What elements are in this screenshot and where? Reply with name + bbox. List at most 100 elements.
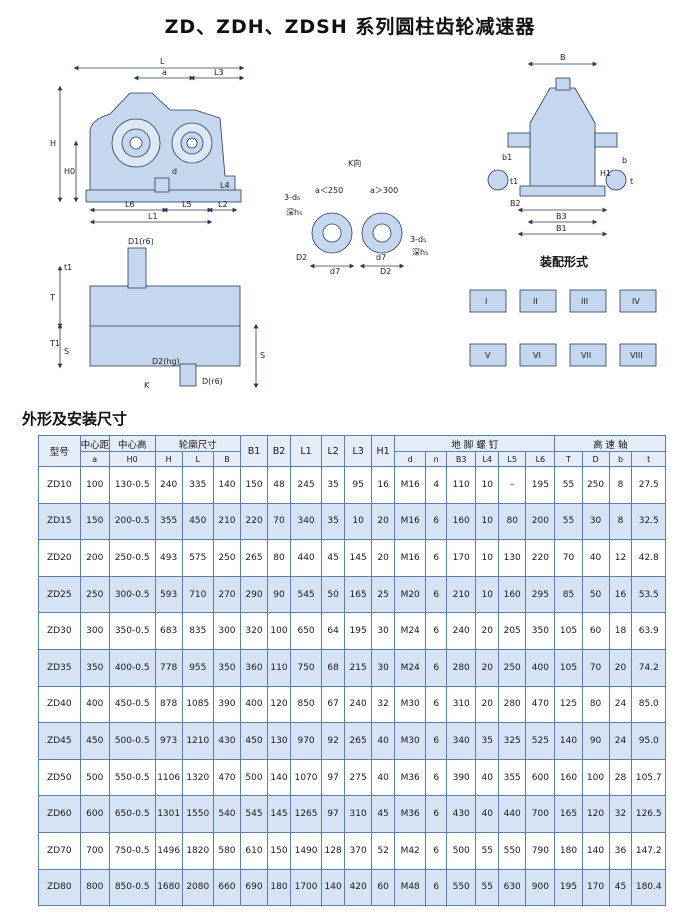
table-cell: 97 bbox=[321, 758, 346, 797]
th-sub-t: t bbox=[631, 451, 666, 467]
table-cell: 400 bbox=[79, 685, 110, 724]
table-cell: 800 bbox=[79, 868, 110, 907]
th-outline: 轮廓尺寸 bbox=[154, 435, 241, 452]
form-IV: IV bbox=[632, 297, 640, 306]
k-view bbox=[309, 212, 405, 269]
model-cell: ZD10 bbox=[38, 466, 81, 504]
table-cell: 140 bbox=[267, 758, 291, 797]
table-cell: 130 bbox=[498, 539, 527, 577]
table-cell: 300-0.5 bbox=[108, 575, 156, 614]
table-cell: 610 bbox=[239, 831, 269, 870]
table-cell: 195 bbox=[554, 868, 583, 907]
table-cell: 150 bbox=[267, 831, 291, 870]
table-cell: 150 bbox=[79, 502, 110, 541]
table-cell: 125 bbox=[554, 685, 583, 724]
table-cell: 70 bbox=[581, 648, 610, 687]
table-cell: 4 bbox=[425, 466, 448, 504]
table-cell: 32.5 bbox=[631, 502, 666, 541]
table-cell: 350-0.5 bbox=[108, 612, 156, 650]
model-cell: ZD60 bbox=[38, 795, 81, 833]
table-cell: 900 bbox=[525, 868, 556, 907]
table-cell: 320 bbox=[239, 612, 269, 650]
kview-h5-left: 深h₅ bbox=[286, 208, 302, 217]
dim-H: H bbox=[50, 139, 56, 148]
table-cell: 130 bbox=[267, 722, 291, 760]
table-cell: 18 bbox=[608, 612, 633, 650]
table-cell: 64 bbox=[321, 612, 346, 650]
table-cell: 90 bbox=[267, 575, 291, 614]
table-cell: 600 bbox=[79, 795, 110, 833]
table-cell: 710 bbox=[181, 575, 214, 614]
table-cell: 1301 bbox=[154, 795, 183, 833]
table-cell: 110 bbox=[267, 648, 291, 687]
table-cell: 650 bbox=[289, 612, 323, 650]
table-cell: 325 bbox=[498, 722, 527, 760]
table-cell: 1106 bbox=[154, 758, 183, 797]
dim-L1: L1 bbox=[148, 212, 158, 221]
table-cell: 45 bbox=[608, 868, 633, 907]
table-cell: 60 bbox=[371, 868, 396, 907]
dim-S-left: S bbox=[64, 347, 69, 356]
dim-B: B bbox=[560, 53, 566, 62]
table-cell: 250-0.5 bbox=[108, 539, 156, 577]
table-cell: 6 bbox=[425, 539, 448, 577]
th-sub-L4: L4 bbox=[475, 451, 500, 467]
table-cell: 1550 bbox=[181, 795, 214, 833]
table-cell: 1680 bbox=[154, 868, 183, 907]
table-cell: M16 bbox=[394, 539, 427, 577]
table-cell: 210 bbox=[446, 575, 477, 614]
table-cell: 180 bbox=[267, 868, 291, 907]
th-model: 型号 bbox=[38, 435, 81, 467]
table-cell: 955 bbox=[181, 648, 214, 687]
table-cell: 100 bbox=[581, 758, 610, 797]
assembly-title: 装配形式 bbox=[539, 254, 588, 269]
table-cell: 6 bbox=[425, 502, 448, 541]
th-sub-d: d bbox=[394, 451, 427, 467]
table-cell: 92 bbox=[321, 722, 346, 760]
table-cell: 660 bbox=[212, 868, 241, 907]
dim-b1: b1 bbox=[502, 153, 512, 162]
form-V: V bbox=[485, 351, 491, 360]
table-cell: 470 bbox=[525, 685, 556, 724]
table-cell: 95 bbox=[344, 466, 373, 504]
table-cell: 1320 bbox=[181, 758, 214, 797]
table-cell: 6 bbox=[425, 575, 448, 614]
table-cell: – bbox=[498, 466, 527, 504]
table-cell: 170 bbox=[446, 539, 477, 577]
table-cell: 40 bbox=[475, 758, 500, 797]
table-cell: 145 bbox=[344, 539, 373, 577]
table-cell: 170 bbox=[581, 868, 610, 907]
table-cell: 270 bbox=[212, 575, 241, 614]
table-cell: 45 bbox=[321, 539, 346, 577]
table-cell: 128 bbox=[321, 831, 346, 870]
table-cell: 470 bbox=[212, 758, 241, 797]
table-cell: 430 bbox=[446, 795, 477, 833]
drawings-svg: L a L3 H H0 d L4 L6 L5 L2 L1 B b1 t1 b t… bbox=[49, 53, 657, 390]
side-view bbox=[487, 61, 627, 237]
model-cell: ZD30 bbox=[38, 612, 81, 650]
table-cell: M16 bbox=[394, 502, 427, 541]
table-cell: 28 bbox=[608, 758, 633, 797]
dim-T1: T1 bbox=[49, 339, 60, 348]
table-cell: 85.0 bbox=[631, 685, 666, 724]
table-cell: 20 bbox=[608, 648, 633, 687]
dim-S-right: S bbox=[260, 351, 265, 360]
table-cell: 140 bbox=[554, 722, 583, 760]
table-cell: 370 bbox=[344, 831, 373, 870]
table-cell: 350 bbox=[79, 648, 110, 687]
table-cell: 10 bbox=[475, 575, 500, 614]
table-cell: 630 bbox=[498, 868, 527, 907]
model-cell: ZD45 bbox=[38, 722, 81, 760]
table-cell: 6 bbox=[425, 868, 448, 907]
dim-H1: H1 bbox=[600, 169, 611, 178]
table-cell: 310 bbox=[344, 795, 373, 833]
table-cell: 360 bbox=[239, 648, 269, 687]
section-title: 外形及安装尺寸 bbox=[22, 410, 128, 428]
table-cell: 165 bbox=[554, 795, 583, 833]
table-cell: 80 bbox=[581, 685, 610, 724]
table-cell: 20 bbox=[475, 685, 500, 724]
